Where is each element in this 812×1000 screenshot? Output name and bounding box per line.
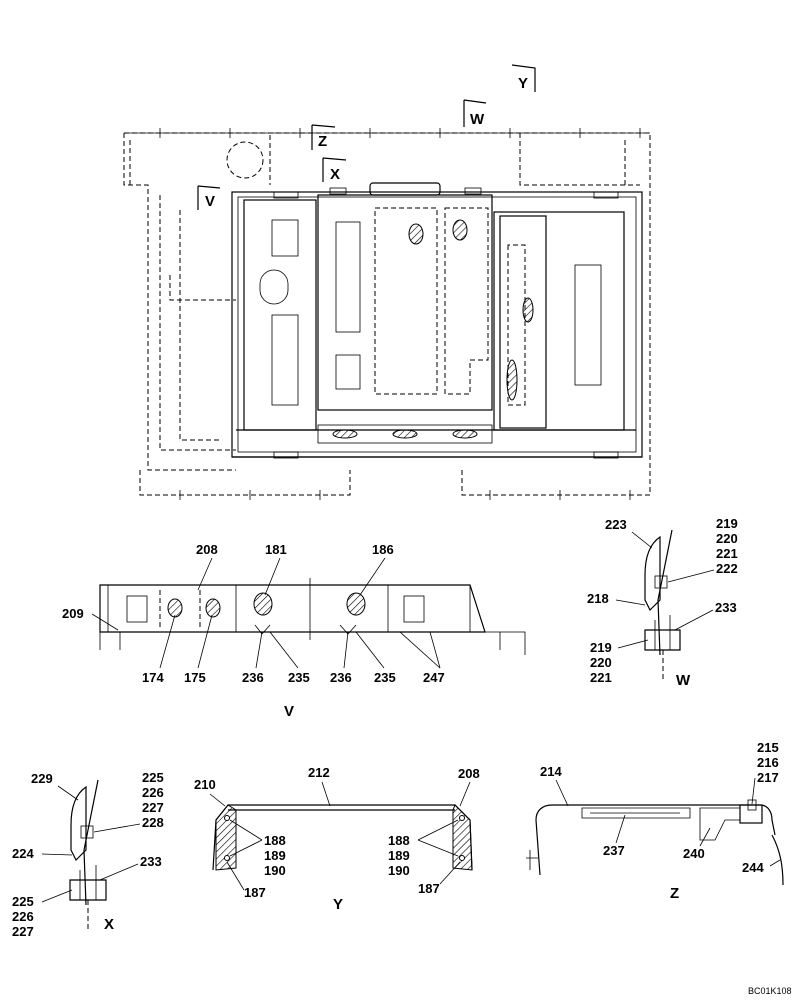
view-marker-Y: Y [511,64,536,92]
svg-text:W: W [470,111,485,128]
label-189-a: 189 [264,848,286,863]
label-217: 217 [757,770,779,785]
label-236-b: 236 [330,670,352,685]
label-187-b: 187 [418,881,440,896]
label-219-a: 219 [716,516,738,531]
top-ruler-ticks [159,128,641,138]
view-title-V: V [284,703,294,720]
label-188-a: 188 [264,833,286,848]
label-236-a: 236 [242,670,264,685]
label-216: 216 [757,755,779,770]
svg-text:Z: Z [318,133,327,150]
label-181: 181 [265,542,287,557]
label-189-b: 189 [388,848,410,863]
label-240: 240 [683,846,705,861]
label-227-b: 227 [12,924,34,939]
drawing-reference: BC01K108 [748,986,792,996]
label-215: 215 [757,740,779,755]
label-225-b: 225 [12,894,34,909]
label-227-a: 227 [142,800,164,815]
view-X: 229 225 226 227 228 224 233 225 226 227 … [12,770,164,939]
label-209: 209 [62,606,84,621]
label-175: 175 [184,670,206,685]
view-V: 208 181 186 209 174 175 236 235 236 235 … [62,542,526,720]
view-marker-X: X [322,157,347,183]
view-marker-V: V [197,185,221,210]
label-233-x: 233 [140,854,162,869]
view-title-W: W [676,672,691,689]
label-235-b: 235 [374,670,396,685]
label-210: 210 [194,777,216,792]
label-212: 212 [308,765,330,780]
bottom-ruler-ticks [179,490,631,500]
view-marker-Z: Z [311,124,336,150]
label-235-a: 235 [288,670,310,685]
label-218: 218 [587,591,609,606]
label-220-b: 220 [590,655,612,670]
label-174: 174 [142,670,164,685]
view-Z: 214 215 216 217 237 240 244 Z [526,740,784,902]
label-226-b: 226 [12,909,34,924]
label-224: 224 [12,846,34,861]
svg-text:V: V [205,193,215,210]
main-assembly-view: Y W Z X V [123,64,651,500]
label-228: 228 [142,815,164,830]
label-229: 229 [31,771,53,786]
label-219-b: 219 [590,640,612,655]
view-title-Y: Y [333,896,343,913]
label-223: 223 [605,517,627,532]
label-188-b: 188 [388,833,410,848]
view-W: 223 219 220 221 222 218 233 219 220 221 … [587,516,738,689]
label-214: 214 [540,764,562,779]
label-220-a: 220 [716,531,738,546]
label-233: 233 [715,600,737,615]
svg-text:X: X [330,166,340,183]
label-237: 237 [603,843,625,858]
label-190-a: 190 [264,863,286,878]
label-247: 247 [423,670,445,685]
view-marker-W: W [463,99,487,128]
label-208-y: 208 [458,766,480,781]
svg-text:Y: Y [518,75,528,92]
label-226-a: 226 [142,785,164,800]
label-221-b: 221 [590,670,612,685]
label-187-a: 187 [244,885,266,900]
label-186: 186 [372,542,394,557]
label-225-a: 225 [142,770,164,785]
label-221-a: 221 [716,546,738,561]
label-244: 244 [742,860,764,875]
view-title-X: X [104,916,114,933]
label-208: 208 [196,542,218,557]
view-title-Z: Z [670,885,679,902]
label-222: 222 [716,561,738,576]
label-190-b: 190 [388,863,410,878]
view-Y: 210 212 208 188 189 190 187 188 189 190 … [194,765,480,913]
